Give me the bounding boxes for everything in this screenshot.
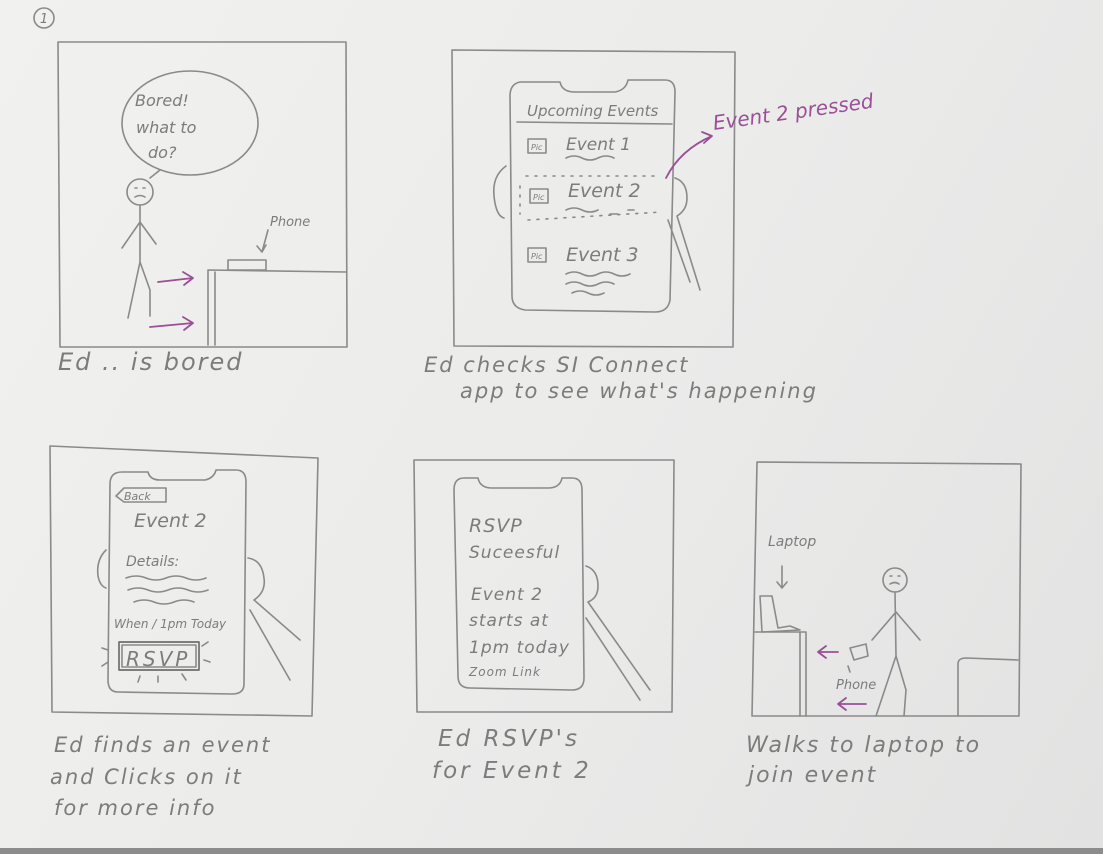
- start-time: 1pm today: [469, 638, 570, 658]
- phone-on-table: [227, 259, 267, 271]
- laptop-label: Laptop: [768, 534, 816, 550]
- svg-text:Pic: Pic: [531, 252, 543, 261]
- panel-2: Upcoming Events Pic Event 1 Pic Event 2 …: [424, 49, 875, 403]
- svg-text:Back: Back: [124, 490, 151, 503]
- panel-2-caption-line-2: app to see what's happening: [460, 379, 818, 403]
- panel-1-caption: Ed .. is bored: [58, 348, 244, 376]
- screen-title: Upcoming Events: [527, 102, 658, 120]
- phone-screen: [509, 79, 676, 313]
- panel-2-frame: [451, 49, 736, 348]
- svg-text:Pic: Pic: [531, 143, 543, 152]
- panel-2-caption-line-1: Ed checks SI Connect: [424, 353, 689, 377]
- phone-in-hand: [849, 643, 869, 661]
- panel-1-frame: [57, 41, 348, 348]
- when-label: When / 1pm Today: [114, 617, 227, 631]
- panel-5-caption-line-2: join event: [745, 763, 877, 788]
- panel-1: Bored! what to do? Phone Ed .. is bored: [57, 41, 348, 376]
- panel-4-caption-line-2: for Event 2: [432, 758, 592, 784]
- panel-3: Back Event 2 Details: When / 1pm Today R…: [49, 445, 319, 820]
- laptop: [759, 595, 801, 633]
- phone-screen: [453, 477, 585, 691]
- event-2-item: Event 2: [568, 180, 641, 202]
- rsvp-success: Suceesful: [469, 543, 560, 563]
- starts-at: starts at: [469, 611, 549, 631]
- panel-3-caption-line-3: for more info: [54, 796, 216, 820]
- thought-bubble: [121, 70, 259, 176]
- panel-4: RSVP Suceesful Event 2 starts at 1pm tod…: [413, 459, 675, 784]
- details-label: Details:: [126, 554, 179, 570]
- bubble-line-2: what to: [136, 118, 197, 137]
- event-1-item: Event 1: [566, 135, 631, 155]
- phone-label: Phone: [836, 678, 876, 693]
- phone-screen: [107, 469, 247, 695]
- rsvp-status: RSVP: [469, 515, 523, 537]
- panel-4-frame: [413, 459, 675, 713]
- event-name: Event 2: [471, 585, 543, 605]
- desk: [754, 631, 807, 717]
- bubble-line-3: do?: [148, 143, 177, 162]
- panel-5: Laptop Phone Walks to laptop to join eve…: [745, 461, 1022, 788]
- panel-5-frame: [751, 461, 1022, 717]
- panel-4-caption-line-1: Ed RSVP's: [438, 726, 580, 752]
- panel-5-caption-line-1: Walks to laptop to: [746, 733, 981, 758]
- panel-3-frame: [49, 445, 319, 717]
- rsvp-button: [118, 641, 200, 671]
- phone-label: Phone: [270, 215, 310, 230]
- back-button: [115, 487, 167, 503]
- event-2-pressed-note: Event 2 pressed: [711, 89, 875, 135]
- page-number: 1: [33, 7, 55, 29]
- event-title: Event 2: [134, 510, 207, 532]
- panel-3-caption-line-2: and Clicks on it: [50, 765, 243, 789]
- svg-text:1: 1: [40, 12, 48, 27]
- svg-text:RSVP: RSVP: [126, 647, 190, 671]
- svg-text:Pic: Pic: [533, 193, 545, 202]
- zoom-link: Zoom Link: [468, 665, 541, 679]
- bubble-line-1: Bored!: [135, 91, 189, 110]
- panel-3-caption-line-1: Ed finds an event: [54, 733, 271, 757]
- event-3-item: Event 3: [566, 244, 639, 266]
- stick-figure-ed: [121, 178, 157, 319]
- stick-figure-ed: [871, 567, 921, 717]
